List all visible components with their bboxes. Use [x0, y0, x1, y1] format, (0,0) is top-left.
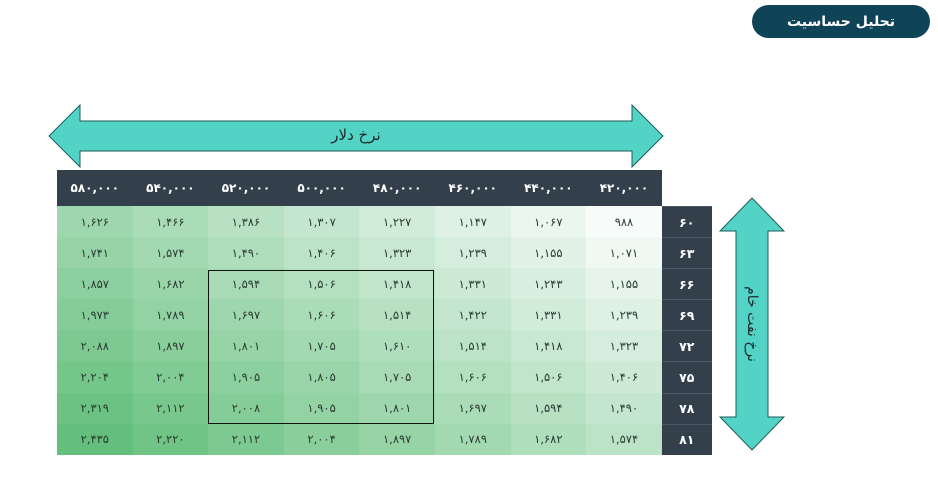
column-header: ۵۰۰,۰۰۰ — [283, 170, 360, 206]
table-cell: ۱,۲۳۹ — [434, 237, 511, 269]
table-cell: ۱,۵۱۴ — [359, 299, 435, 331]
row-header: ۶۶ — [661, 268, 712, 300]
row-header: ۶۰ — [661, 206, 712, 238]
table-cell: ۲,۳۱۹ — [57, 392, 133, 424]
table-cell: ۱,۴۹۰ — [586, 392, 662, 424]
table-cell: ۱,۶۰۶ — [283, 299, 360, 331]
row-header: ۷۸ — [661, 392, 712, 424]
page-title: تحلیل حساسیت — [752, 5, 930, 38]
table-cell: ۱,۱۴۷ — [434, 206, 511, 238]
table-cell: ۱,۴۰۶ — [283, 237, 360, 269]
table-cell: ۱,۸۰۱ — [208, 330, 284, 362]
table-cell: ۱,۴۶۶ — [132, 206, 209, 238]
table-cell: ۱,۳۲۳ — [586, 330, 662, 362]
table-cell: ۱,۶۱۰ — [359, 330, 435, 362]
table-cell: ۱,۲۲۷ — [359, 206, 435, 238]
oil-rate-label: نرخ نفت خام — [744, 286, 760, 362]
table-cell: ۱,۵۱۴ — [434, 330, 511, 362]
column-header: ۵۸۰,۰۰۰ — [57, 170, 133, 206]
table-cell: ۱,۴۹۰ — [208, 237, 284, 269]
table-cell: ۱,۳۳۱ — [510, 299, 587, 331]
table-cell: ۱,۹۰۵ — [208, 361, 284, 393]
table-cell: ۲,۲۲۰ — [132, 423, 209, 455]
column-header: ۴۲۰,۰۰۰ — [586, 170, 662, 206]
table-cell: ۱,۵۹۴ — [208, 268, 284, 300]
row-header: ۷۲ — [661, 330, 712, 362]
table-cell: ۲,۱۱۲ — [208, 423, 284, 455]
table-cell: ۱,۸۹۷ — [132, 330, 209, 362]
table-cell: ۱,۱۵۵ — [510, 237, 587, 269]
dollar-rate-label: نرخ دلار — [331, 126, 381, 144]
table-cell: ۱,۵۹۴ — [510, 392, 587, 424]
table-cell: ۱,۰۷۱ — [586, 237, 662, 269]
column-header: ۴۴۰,۰۰۰ — [510, 170, 587, 206]
table-cell: ۱,۴۰۶ — [586, 361, 662, 393]
table-cell: ۱,۵۷۴ — [586, 423, 662, 455]
table-cell: ۱,۵۰۶ — [283, 268, 360, 300]
table-cell: ۲,۰۰۴ — [283, 423, 360, 455]
table-cell: ۱,۴۱۸ — [359, 268, 435, 300]
table-cell: ۱,۷۸۹ — [434, 423, 511, 455]
table-cell: ۱,۶۰۶ — [434, 361, 511, 393]
column-header: ۵۴۰,۰۰۰ — [132, 170, 209, 206]
table-cell: ۱,۵۷۴ — [132, 237, 209, 269]
table-cell: ۱,۸۵۷ — [57, 268, 133, 300]
table-cell: ۱,۷۴۱ — [57, 237, 133, 269]
oil-rate-arrow — [719, 197, 785, 451]
table-cell: ۱,۴۲۲ — [434, 299, 511, 331]
table-cell: ۲,۲۰۴ — [57, 361, 133, 393]
table-cell: ۱,۸۰۱ — [359, 392, 435, 424]
table-cell: ۱,۶۸۲ — [510, 423, 587, 455]
table-cell: ۲,۴۳۵ — [57, 423, 133, 455]
table-cell: ۱,۶۲۶ — [57, 206, 133, 238]
table-cell: ۱,۳۲۳ — [359, 237, 435, 269]
table-cell: ۱,۸۹۷ — [359, 423, 435, 455]
table-cell: ۱,۶۹۷ — [434, 392, 511, 424]
table-cell: ۱,۸۰۵ — [283, 361, 360, 393]
table-cell: ۱,۹۷۳ — [57, 299, 133, 331]
table-cell: ۲,۰۸۸ — [57, 330, 133, 362]
table-cell: ۱,۷۰۵ — [359, 361, 435, 393]
table-cell: ۲,۰۰۴ — [132, 361, 209, 393]
row-header: ۶۹ — [661, 299, 712, 331]
table-cell: ۱,۷۰۵ — [283, 330, 360, 362]
table-cell: ۱,۲۴۳ — [510, 268, 587, 300]
table-cell: ۱,۳۳۱ — [434, 268, 511, 300]
table-cell: ۱,۹۰۵ — [283, 392, 360, 424]
dollar-rate-arrow — [48, 104, 664, 168]
row-header: ۷۵ — [661, 361, 712, 393]
row-header: ۶۳ — [661, 237, 712, 269]
table-corner — [661, 170, 712, 206]
table-cell: ۱,۰۶۷ — [510, 206, 587, 238]
table-cell: ۱,۷۸۹ — [132, 299, 209, 331]
row-header: ۸۱ — [661, 423, 712, 455]
column-header: ۴۸۰,۰۰۰ — [359, 170, 435, 206]
table-cell: ۲,۰۰۸ — [208, 392, 284, 424]
table-cell: ۱,۶۹۷ — [208, 299, 284, 331]
table-cell: ۱,۱۵۵ — [586, 268, 662, 300]
column-header: ۵۲۰,۰۰۰ — [208, 170, 284, 206]
table-cell: ۱,۳۸۶ — [208, 206, 284, 238]
table-cell: ۱,۴۱۸ — [510, 330, 587, 362]
table-cell: ۱,۵۰۶ — [510, 361, 587, 393]
table-cell: ۱,۳۰۷ — [283, 206, 360, 238]
table-cell: ۲,۱۱۲ — [132, 392, 209, 424]
column-header: ۴۶۰,۰۰۰ — [434, 170, 511, 206]
table-cell: ۹۸۸ — [586, 206, 662, 238]
table-cell: ۱,۲۳۹ — [586, 299, 662, 331]
table-cell: ۱,۶۸۲ — [132, 268, 209, 300]
